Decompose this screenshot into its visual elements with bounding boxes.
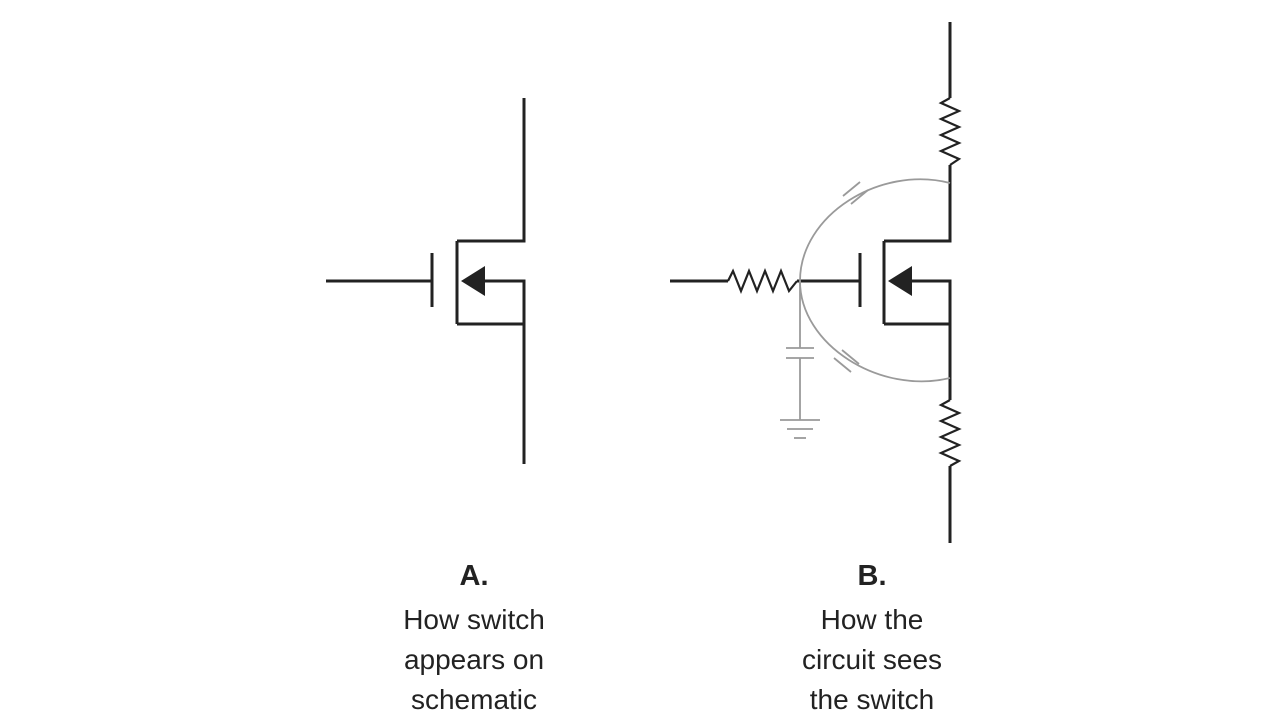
panel-a-body-arrow [461, 266, 485, 296]
panel-a-letter: A. [459, 560, 489, 592]
panel-b-caption-line: the switch [809, 684, 935, 715]
panel-b-mosfet-symbol [670, 22, 962, 543]
panel-a-source-lead [457, 322, 526, 464]
panel-b-cgd-cap-plate-2 [850, 189, 869, 205]
ground-icon [780, 419, 820, 439]
panel-a-label: A. How switch appears on schematic [374, 558, 574, 720]
panel-b-cgs-cap-plate-1 [833, 357, 852, 373]
panel-a-mosfet-symbol [326, 98, 526, 464]
panel-b-caption-line: circuit sees [801, 644, 943, 675]
panel-b-gate-resistor [727, 268, 798, 294]
panel-a-caption-line: appears on [403, 644, 545, 675]
panel-b-label: B. How the circuit sees the switch [772, 558, 972, 720]
panel-b-source-resistor [938, 399, 962, 467]
panel-a-caption: How switch appears on schematic [374, 600, 574, 720]
panel-b-caption-line: How the [820, 604, 924, 635]
panel-b-cgs-cap-plate-2 [841, 349, 860, 365]
panel-a-drain-lead [457, 98, 526, 243]
panel-b-cgs-arc [799, 280, 951, 383]
panel-b-drain-resistor [938, 97, 962, 166]
panel-b-cgd-cap-plate-1 [842, 181, 861, 197]
panel-b-letter: B. [857, 560, 887, 592]
panel-b-parasitics [780, 178, 951, 439]
panel-a-caption-line: How switch [403, 604, 545, 635]
panel-b-body-arrow [888, 266, 912, 296]
panel-b-source-lead [884, 322, 952, 400]
panel-a-caption-line: schematic [410, 684, 538, 715]
panel-b-drain-lead [884, 165, 952, 243]
panel-b-caption: How the circuit sees the switch [772, 600, 972, 720]
panel-b-cgd-arc [799, 178, 951, 282]
